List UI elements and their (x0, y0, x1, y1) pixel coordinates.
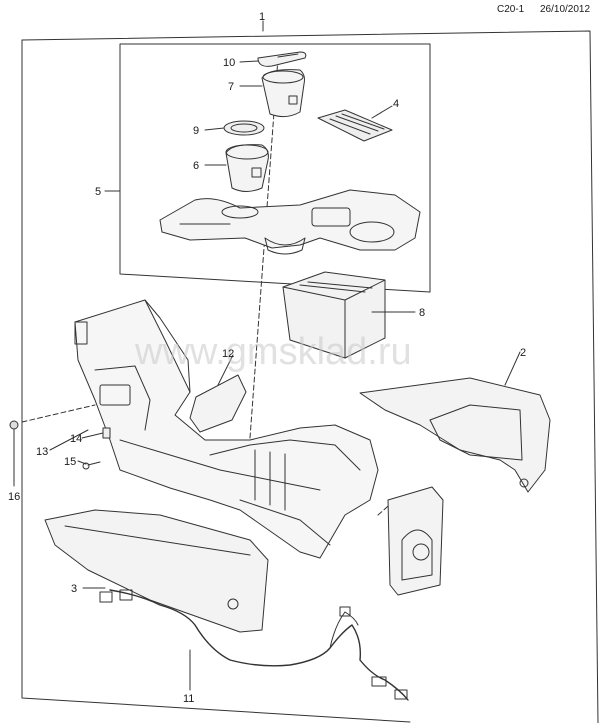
callout-16: 16 (8, 491, 20, 503)
subassembly-frame (119, 43, 431, 293)
axis-left (21, 404, 96, 423)
callout-4: 4 (393, 98, 399, 110)
outer-frame (21, 39, 411, 723)
part-5-bezel (159, 189, 421, 255)
part-15-screw (82, 461, 101, 470)
part-12-side-panel (189, 374, 247, 433)
part-10-lid (257, 51, 307, 67)
leader-lines (13, 60, 521, 691)
callout-13: 13 (36, 446, 48, 458)
part-9-ring (223, 120, 265, 136)
diagram-code: C20-1 (497, 4, 525, 15)
watermark: www.gmsklad.ru (134, 331, 412, 373)
callout-9: 9 (193, 125, 199, 137)
callout-3: 3 (71, 583, 77, 595)
part-4-tray-mat (317, 109, 393, 142)
callout-10: 10 (223, 57, 235, 69)
part-3-left-panel (44, 509, 269, 633)
callout-numbers: 1 2 3 4 5 6 7 8 9 10 11 12 13 14 15 16 (8, 11, 526, 705)
part-8-storage-bin (282, 271, 386, 359)
part-11-wiring-harness (99, 589, 409, 701)
callout-14: 14 (70, 433, 82, 445)
part-6-cup (225, 144, 269, 192)
callout-2: 2 (520, 347, 526, 359)
callout-15: 15 (64, 456, 76, 468)
callout-7: 7 (228, 81, 234, 93)
axis-vertical (247, 57, 279, 466)
shifter-bezel (387, 486, 444, 596)
part-2-right-trim (359, 377, 551, 493)
callout-1: 1 (259, 11, 265, 23)
console-base (74, 299, 379, 559)
outer-frame-right (21, 30, 599, 723)
part-14-clip (102, 427, 111, 439)
diagram-date: 26/10/2012 (540, 4, 591, 15)
callout-11: 11 (183, 693, 194, 705)
callout-6: 6 (193, 160, 199, 172)
part-16-push-pin (9, 420, 19, 438)
callout-8: 8 (419, 307, 425, 319)
callout-12: 12 (222, 348, 234, 360)
callout-5: 5 (95, 186, 101, 198)
part-7-cup-insert (261, 69, 305, 118)
